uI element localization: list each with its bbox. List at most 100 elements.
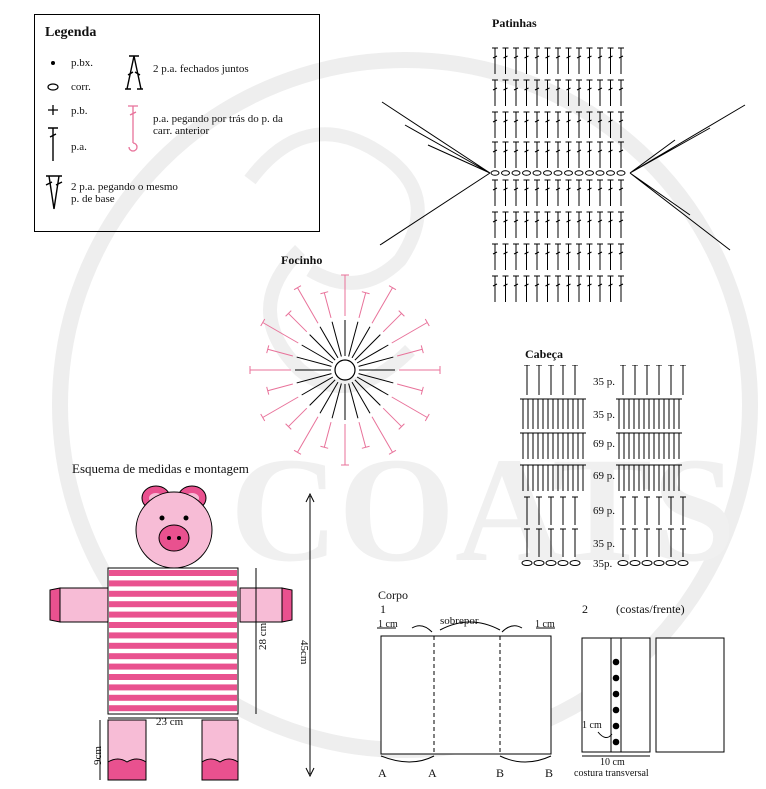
focinho-diagram <box>249 274 441 466</box>
overlap-label: sobrepor <box>440 615 479 627</box>
head-stitch <box>580 432 586 459</box>
head-stitch <box>656 464 662 491</box>
dc-stitch <box>513 243 519 270</box>
snout-backpost-stitch <box>397 383 423 392</box>
head-stitch <box>666 432 672 459</box>
head-stitch <box>535 432 541 459</box>
head-stitch <box>651 432 657 459</box>
head-stitch <box>621 464 627 491</box>
legend-label-pbx: p.bx. <box>71 57 93 69</box>
back-post-stitch-icon <box>128 105 138 152</box>
dc-stitch <box>586 111 593 138</box>
head-stitch <box>565 398 571 429</box>
dc-stitch <box>544 179 551 206</box>
head-stitch <box>540 464 546 491</box>
snout-stitch <box>356 344 389 364</box>
head-stitch <box>621 398 627 429</box>
head-stitch <box>550 432 556 459</box>
head-stitch <box>620 496 626 525</box>
head-stitch <box>680 365 686 395</box>
legend-label-pb: p.b. <box>71 105 88 117</box>
head-stitch <box>560 398 566 429</box>
head-stitch <box>661 398 667 429</box>
head-stitch <box>620 528 626 557</box>
head-stitch <box>641 432 647 459</box>
chain-stitch <box>522 170 531 176</box>
margin-right-label: 1 cm <box>535 619 555 630</box>
snout-backpost-stitch <box>297 416 319 453</box>
head-stitch <box>525 398 531 429</box>
dc-stitch <box>544 141 551 168</box>
dc-stitch <box>586 243 593 270</box>
dc-stitch <box>534 79 540 106</box>
dc-stitch <box>586 47 593 74</box>
head-stitch <box>555 398 561 429</box>
head-stitch <box>668 496 674 525</box>
body-stripe <box>109 611 237 618</box>
dc-stitch <box>523 141 530 168</box>
single-crochet-icon <box>48 105 58 115</box>
chain-stitch <box>616 170 626 176</box>
dc-stitch <box>544 243 551 270</box>
dc-stitch <box>492 141 498 168</box>
head-stitch <box>572 528 578 557</box>
dc-stitch <box>576 47 582 74</box>
head-stitch <box>540 398 546 429</box>
head-stitch <box>636 464 642 491</box>
watermark-text: COATS <box>230 427 736 593</box>
dc-stitch <box>502 243 509 270</box>
snout-stitch <box>351 326 371 359</box>
chain-stitch <box>677 560 689 566</box>
body-stripe <box>109 590 237 597</box>
chain-stitch <box>545 560 557 566</box>
dc-stitch <box>523 243 530 270</box>
head-stitch <box>676 398 682 429</box>
head-stitch <box>680 496 686 525</box>
chain-stitch <box>521 560 533 566</box>
cabeca-row-4: 69 p. <box>593 470 615 482</box>
body-stripe <box>109 694 237 701</box>
head-stitch <box>548 528 554 557</box>
snout-backpost-stitch <box>262 322 299 344</box>
dc-stitch <box>565 47 572 74</box>
snout-backpost-stitch <box>323 292 332 318</box>
chain-stitch <box>665 560 677 566</box>
snout-stitch <box>301 376 334 396</box>
decrease-stitch-icon <box>125 55 143 90</box>
dc-stitch <box>492 243 498 270</box>
head-stitch <box>671 432 677 459</box>
head-stitch <box>644 496 650 525</box>
dc-stitch <box>534 211 540 238</box>
head-stitch <box>524 528 530 557</box>
dc-stitch <box>555 47 561 74</box>
dc-stitch <box>597 243 603 270</box>
head-stitch <box>641 464 647 491</box>
snout-backpost-stitch <box>267 348 293 357</box>
legend-label-pa: p.a. <box>71 141 87 153</box>
head-stitch <box>575 398 581 429</box>
assembly-title: Esquema de medidas e montagem <box>72 461 249 476</box>
dc-stitch <box>544 275 551 302</box>
button-dot <box>612 674 620 682</box>
snout-backpost-stitch <box>267 383 293 392</box>
dc-stitch <box>618 275 624 302</box>
cabeca-diagram <box>520 365 689 566</box>
chain-stitch <box>543 170 552 176</box>
snout-backpost-stitch <box>358 292 367 318</box>
snout-backpost-stitch <box>371 416 393 453</box>
head-stitch <box>536 496 542 525</box>
snout-backpost-stitch <box>382 407 402 427</box>
head-stitch <box>570 464 576 491</box>
head-stitch <box>525 464 531 491</box>
chain-stitch <box>532 170 542 176</box>
dc-stitch <box>597 141 603 168</box>
head-stitch <box>644 528 650 557</box>
dc-stitch <box>607 47 614 74</box>
head-stitch <box>656 496 662 525</box>
head-stitch <box>545 432 551 459</box>
snout-backpost-stitch <box>391 322 428 344</box>
chain-stitch <box>585 170 594 176</box>
snout-backpost-stitch <box>391 396 428 418</box>
dc-stitch <box>502 141 509 168</box>
head-stitch <box>616 432 622 459</box>
